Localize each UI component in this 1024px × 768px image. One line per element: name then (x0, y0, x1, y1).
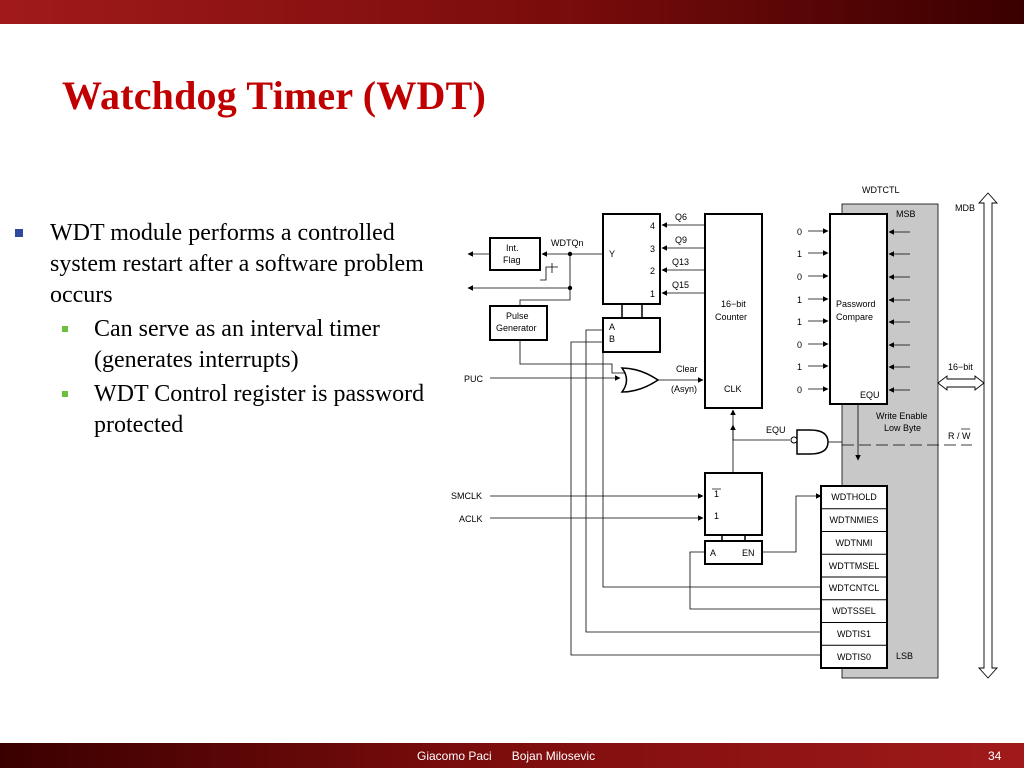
bus-input-arrows (888, 229, 910, 393)
clock-mux-one-bar: 1 (714, 489, 719, 499)
lsb-label: LSB (896, 651, 913, 661)
rw-label: R / W (948, 431, 971, 441)
reg-bit-wdttmsel: WDTTMSEL (829, 561, 880, 571)
password-compare-block (829, 213, 888, 405)
password-bit-6: 1 (797, 362, 802, 372)
counter-asyn-label: (Asyn) (671, 384, 697, 394)
wdtqn-label: WDTQn (551, 238, 584, 248)
int-flag-label-1: Int. (506, 243, 519, 253)
counter-taps (661, 222, 705, 296)
clock-select-inputs (704, 540, 763, 565)
square-bullet-icon (62, 391, 68, 397)
pulse-gen-label-1: Pulse (506, 311, 529, 321)
mdb-bus-arrow (977, 192, 999, 679)
int-flag-label-2: Flag (503, 255, 521, 265)
and-gate (796, 429, 829, 455)
password-bit-3: 1 (797, 295, 802, 305)
tap-select-inputs (602, 317, 661, 353)
bullet-text-1: WDT module performs a controlled system … (50, 220, 424, 308)
reg-bit-wdtnmies: WDTNMIES (830, 515, 879, 525)
puc-label: PUC (464, 374, 484, 384)
password-label-2: Compare (836, 312, 873, 322)
bullet-text-3: WDT Control register is password protect… (94, 381, 425, 438)
write-enable-label-1: Write Enable (876, 411, 927, 421)
counter-16bit-block (704, 213, 763, 409)
footer-authors: Giacomo Paci Bojan Milosevic (417, 749, 595, 763)
mux-a-label: A (609, 322, 615, 332)
clock-mux-en: EN (742, 548, 755, 558)
reg-bit-wdtssel: WDTSSEL (832, 606, 876, 616)
bullet-list: WDT module performs a controlled system … (12, 218, 462, 441)
password-bit-0: 0 (797, 227, 802, 237)
password-bit-5: 0 (797, 340, 802, 350)
mux-y-label: Y (609, 249, 615, 259)
reg-bit-wdtis1: WDTIS1 (837, 629, 871, 639)
tap-q6: Q6 (675, 212, 687, 222)
bullet-text-2: Can serve as an interval timer (generate… (94, 316, 380, 373)
counter-label-2: Counter (715, 312, 747, 322)
tap-select-mux (602, 213, 661, 305)
write-enable-label-2: Low Byte (884, 423, 921, 433)
tap-q15: Q15 (672, 280, 689, 290)
footer-author-2: Bojan Milosevic (511, 749, 596, 763)
equ-input-label: EQU (766, 425, 786, 435)
page-number: 34 (988, 749, 1002, 763)
clock-select-mux (704, 472, 763, 536)
mux-input-2: 2 (650, 266, 655, 276)
wdtctl-register-bits: WDTHOLD WDTNMIES WDTNMI WDTTMSEL WDTCNTC… (820, 485, 888, 669)
top-bar (0, 0, 1024, 24)
bullet-item-3: WDT Control register is password protect… (12, 379, 462, 441)
slide-title: Watchdog Timer (WDT) (62, 73, 487, 118)
bus-16bit-label: 16−bit (948, 362, 973, 372)
square-bullet-icon (15, 229, 23, 237)
clock-wiring (490, 329, 822, 656)
password-bit-2: 0 (797, 272, 802, 282)
counter-label-1: 16−bit (721, 299, 746, 309)
password-bits: 0 1 0 1 1 0 1 0 (797, 227, 829, 395)
clear-wiring (490, 340, 736, 473)
footer-bar: Giacomo Paci Bojan Milosevic 34 (0, 743, 1024, 768)
bullet-item-2: Can serve as an interval timer (generate… (12, 314, 462, 376)
reg-bit-wdthold: WDTHOLD (831, 492, 877, 502)
mux-input-1: 1 (650, 289, 655, 299)
mdb-label: MDB (955, 203, 975, 213)
or-gate (620, 367, 660, 393)
password-bit-4: 1 (797, 317, 802, 327)
counter-clear-label: Clear (676, 364, 698, 374)
tap-q9: Q9 (675, 235, 687, 245)
counter-clk-label: CLK (724, 384, 742, 394)
password-bit-7: 0 (797, 385, 802, 395)
reg-bit-wdtcntcl: WDTCNTCL (829, 583, 880, 593)
clock-mux-a: A (710, 548, 716, 558)
pulse-generator-block (489, 305, 548, 341)
password-equ-label: EQU (860, 390, 880, 400)
clock-mux-one: 1 (714, 511, 719, 521)
password-label-1: Password (836, 299, 876, 309)
bus-16bit-arrow (937, 375, 985, 391)
smclk-label: SMCLK (451, 491, 482, 501)
msb-label: MSB (896, 209, 916, 219)
bullet-item-1: WDT module performs a controlled system … (12, 218, 462, 311)
mux-input-3: 3 (650, 244, 655, 254)
wdtctl-label: WDTCTL (862, 185, 900, 195)
reg-bit-wdtnmi: WDTNMI (836, 538, 873, 548)
tap-q13: Q13 (672, 257, 689, 267)
aclk-label: ACLK (459, 514, 483, 524)
equ-wiring (730, 404, 861, 461)
mux-b-label: B (609, 334, 615, 344)
square-bullet-icon (62, 326, 68, 332)
mux-input-4: 4 (650, 221, 655, 231)
password-bit-1: 1 (797, 249, 802, 259)
reg-bit-wdtis0: WDTIS0 (837, 652, 871, 662)
footer-author-1: Giacomo Paci (417, 749, 492, 763)
pulse-gen-label-2: Generator (496, 323, 537, 333)
